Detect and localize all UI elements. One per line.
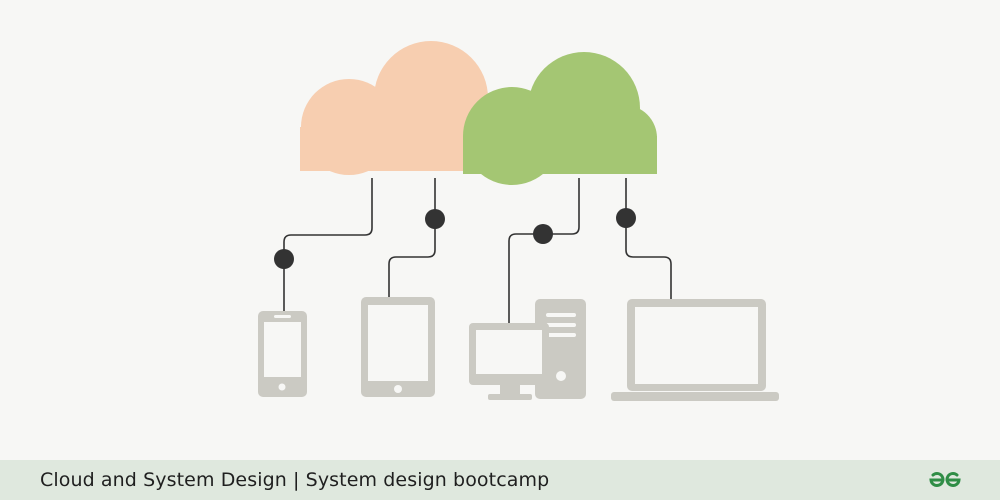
cloud-computing-diagram <box>258 41 779 401</box>
footer-title: Cloud and System Design | System design … <box>40 469 550 491</box>
wire-to-tablet <box>388 178 436 298</box>
network-wires <box>283 178 672 323</box>
left-cloud <box>300 41 509 175</box>
connector-nodes <box>274 208 636 269</box>
wire-to-phone <box>283 178 373 312</box>
desktop-computer-icon <box>469 299 586 400</box>
smartphone-icon <box>258 311 307 397</box>
node-tablet <box>425 209 445 229</box>
tablet-icon <box>361 297 435 397</box>
node-desktop <box>533 224 553 244</box>
node-phone <box>274 249 294 269</box>
wire-to-laptop <box>625 178 672 300</box>
right-cloud <box>463 52 657 185</box>
gfg-logo-icon <box>928 471 962 489</box>
footer-banner: Cloud and System Design | System design … <box>0 460 1000 500</box>
laptop-icon <box>611 299 779 401</box>
node-laptop <box>616 208 636 228</box>
